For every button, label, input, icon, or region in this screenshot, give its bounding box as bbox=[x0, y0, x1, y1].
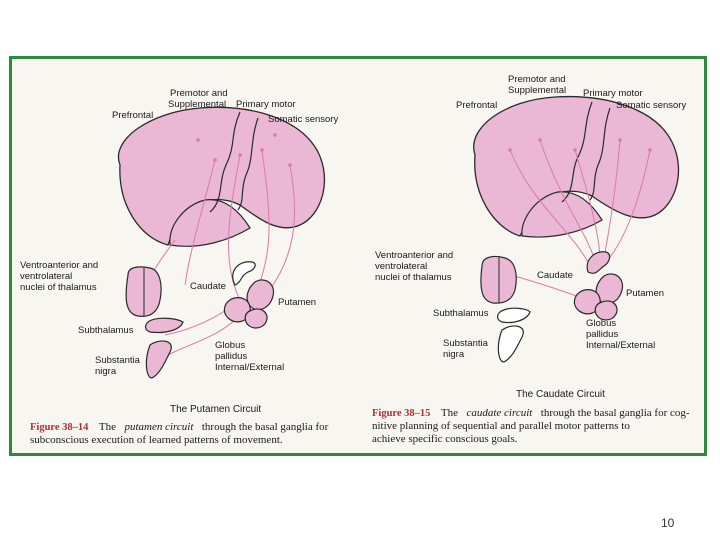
right-pathway-dots bbox=[508, 138, 652, 152]
left-central-sulcus bbox=[209, 111, 241, 213]
left-label-pallidus: pallidus bbox=[215, 351, 247, 362]
left-label-substantia: Substantia bbox=[95, 355, 141, 366]
left-label-supplemental: Supplemental bbox=[168, 99, 226, 110]
left-label-globus: Globus bbox=[215, 340, 245, 351]
left-caption-line-2: subconscious execution of learned patter… bbox=[30, 434, 283, 446]
right-label-nigra: nigra bbox=[443, 349, 465, 360]
right-label-subthalamus: Subthalamus bbox=[433, 308, 489, 319]
right-putamen bbox=[573, 273, 624, 321]
left-label-subthalamus: Subthalamus bbox=[78, 325, 134, 336]
left-label-premotor: Premotor and bbox=[170, 88, 228, 99]
left-label-nuclei: nuclei of thalamus bbox=[20, 282, 97, 293]
right-label-substantia: Substantia bbox=[443, 338, 489, 349]
slide-number: 10 bbox=[661, 516, 675, 530]
left-subthalamus bbox=[144, 317, 184, 334]
caudate-circuit-diagram: Premotor and Supplemental Primary motor … bbox=[372, 74, 690, 445]
right-cortex bbox=[473, 95, 680, 237]
right-substantia-nigra bbox=[497, 325, 524, 363]
right-label-supplemental: Supplemental bbox=[508, 85, 566, 96]
right-label-ventroanterior: Ventroanterior and bbox=[375, 250, 453, 261]
right-label-globus: Globus bbox=[586, 318, 616, 329]
left-substantia-nigra bbox=[145, 340, 172, 379]
right-label-internal-external: Internal/External bbox=[586, 340, 655, 351]
left-pathway-dots bbox=[196, 133, 292, 167]
right-caption-text-a: The bbox=[441, 407, 458, 419]
left-caption-head: Figure 38–14 bbox=[30, 422, 89, 433]
left-label-somatic-sensory: Somatic sensory bbox=[268, 114, 338, 125]
right-central-sulcus bbox=[561, 101, 593, 203]
left-label-primary-motor: Primary motor bbox=[236, 99, 296, 110]
right-label-putamen: Putamen bbox=[626, 288, 664, 299]
left-caudate bbox=[232, 261, 256, 286]
putamen-circuit-diagram: Premotor and Supplemental Primary motor … bbox=[20, 88, 338, 446]
right-caption-line-3: achieve specific conscious goals. bbox=[372, 433, 518, 445]
left-label-nigra: nigra bbox=[95, 366, 117, 377]
right-caption-emphasis: caudate circuit bbox=[466, 407, 533, 419]
right-label-pallidus: pallidus bbox=[586, 329, 618, 340]
left-caption-text-b: through the basal ganglia for bbox=[202, 421, 329, 433]
right-circuit-title: The Caudate Circuit bbox=[516, 389, 605, 400]
left-label-prefrontal: Prefrontal bbox=[112, 110, 153, 121]
left-label-caudate: Caudate bbox=[190, 281, 226, 292]
right-label-caudate: Caudate bbox=[537, 270, 573, 281]
left-putamen bbox=[223, 279, 275, 329]
left-precentral-sulcus bbox=[237, 117, 259, 211]
left-label-ventrolateral: ventrolateral bbox=[20, 271, 72, 282]
right-subthalamus bbox=[496, 307, 531, 324]
right-caption-text-b: through the basal ganglia for cog- bbox=[541, 407, 690, 419]
left-caption-emphasis: putamen circuit bbox=[123, 421, 194, 433]
left-label-internal-external: Internal/External bbox=[215, 362, 284, 373]
right-label-nuclei: nuclei of thalamus bbox=[375, 272, 452, 283]
right-label-prefrontal: Prefrontal bbox=[456, 100, 497, 111]
right-label-ventrolateral: ventrolateral bbox=[375, 261, 427, 272]
left-circuit-title: The Putamen Circuit bbox=[170, 404, 261, 415]
right-caption-line-1: Figure 38–15 The caudate circuit through… bbox=[372, 403, 690, 420]
right-caption-line-2: nitive planning of sequential and parall… bbox=[372, 420, 630, 432]
left-cortex-lower bbox=[169, 199, 251, 247]
right-caudate bbox=[586, 251, 611, 274]
right-label-somatic-sensory: Somatic sensory bbox=[616, 100, 686, 111]
left-caption-text-a: The bbox=[99, 421, 116, 433]
left-label-ventroanterior: Ventroanterior and bbox=[20, 260, 98, 271]
right-label-premotor: Premotor and bbox=[508, 74, 566, 85]
right-label-primary-motor: Primary motor bbox=[583, 88, 643, 99]
left-label-putamen: Putamen bbox=[278, 297, 316, 308]
left-caption-line-1: Figure 38–14 The putamen circuit through… bbox=[30, 417, 329, 434]
right-caption-head: Figure 38–15 bbox=[372, 408, 430, 419]
right-precentral-sulcus bbox=[589, 107, 611, 201]
